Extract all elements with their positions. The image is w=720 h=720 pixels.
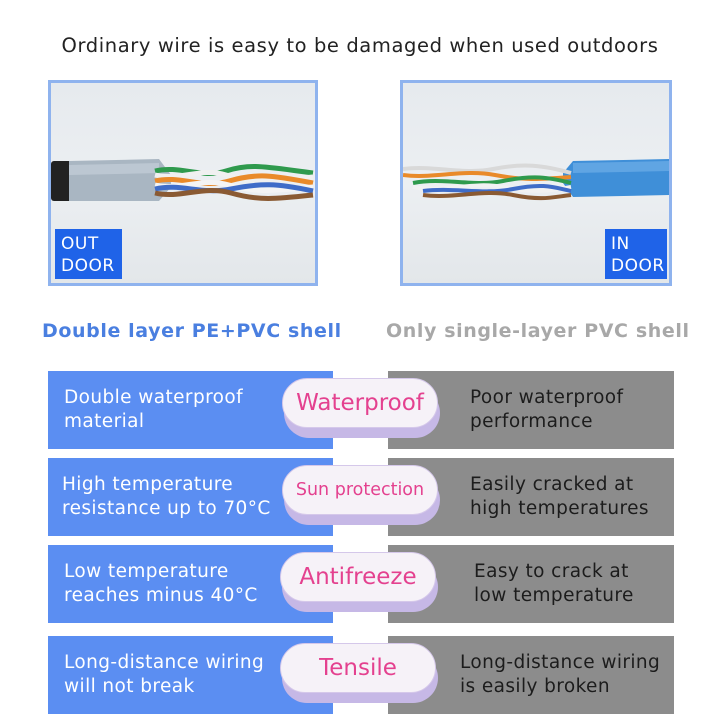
tensile-label: Tensile	[280, 643, 436, 693]
indoor-weakness-line1: Easy to crack at	[474, 561, 629, 582]
indoor-cable-illustration	[403, 159, 669, 201]
antifreeze-badge: Antifreeze	[280, 552, 440, 616]
comparison-row-antifreeze: Low temperature reaches minus 40°C Easy …	[0, 545, 720, 623]
indoor-tag-line2: DOOR	[611, 256, 665, 276]
outdoor-feature-line2: will not break	[64, 676, 195, 697]
indoor-weakness-line2: high temperatures	[470, 498, 649, 519]
indoor-caption: Only single-layer PVC shell	[386, 320, 690, 342]
indoor-weakness-line1: Easily cracked at	[470, 474, 634, 495]
outdoor-feature-line1: Double waterproof	[64, 387, 244, 408]
outdoor-tag-line1: OUT	[61, 234, 99, 254]
comparison-row-waterproof: Double waterproof material Poor waterpro…	[0, 371, 720, 449]
indoor-cable-photo: IN DOOR	[400, 80, 672, 286]
indoor-weakness-line1: Poor waterproof	[470, 387, 624, 408]
outdoor-cable-illustration	[51, 159, 314, 201]
antifreeze-label: Antifreeze	[280, 552, 436, 602]
indoor-tag: IN DOOR	[605, 229, 667, 279]
tensile-badge: Tensile	[280, 643, 440, 707]
comparison-row-sun-protection: High temperature resistance up to 70°C E…	[0, 458, 720, 536]
outdoor-feature: Long-distance wiring will not break	[48, 636, 333, 714]
indoor-weakness-line2: is easily broken	[460, 676, 610, 697]
indoor-weakness-line2: low temperature	[474, 585, 634, 606]
indoor-weakness-line1: Long-distance wiring	[460, 652, 661, 673]
waterproof-badge: Waterproof	[282, 378, 442, 442]
outdoor-tag: OUT DOOR	[55, 229, 122, 279]
outdoor-tag-line2: DOOR	[61, 256, 115, 276]
page-title: Ordinary wire is easy to be damaged when…	[61, 34, 659, 57]
outdoor-feature-line2: reaches minus 40°C	[64, 585, 258, 606]
outdoor-feature-line2: material	[64, 411, 145, 432]
outdoor-feature-line1: High temperature	[62, 474, 234, 495]
indoor-weakness-line2: performance	[470, 411, 593, 432]
indoor-tag-line1: IN	[611, 234, 630, 254]
outdoor-cable-photo: OUT DOOR	[48, 80, 318, 286]
sun-protection-badge: Sun protection	[282, 465, 442, 529]
outdoor-feature-line2: resistance up to 70°C	[62, 498, 271, 519]
waterproof-label: Waterproof	[282, 378, 438, 428]
outdoor-feature-line1: Low temperature	[64, 561, 229, 582]
comparison-row-tensile: Long-distance wiring will not break Long…	[0, 636, 720, 714]
outdoor-caption: Double layer PE+PVC shell	[42, 320, 342, 342]
outdoor-feature-line1: Long-distance wiring	[64, 652, 265, 673]
sun-protection-label: Sun protection	[282, 465, 438, 515]
